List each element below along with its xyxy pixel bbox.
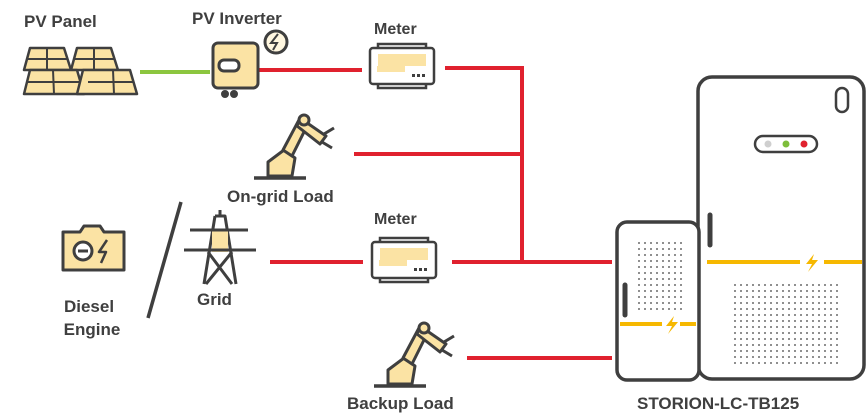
diesel-engine-label-line1: Diesel xyxy=(63,297,115,316)
lightning-icon xyxy=(666,316,678,334)
robot-arm-icon xyxy=(374,321,455,388)
meter-bottom-label: Meter xyxy=(374,211,417,228)
on-grid-load-label: On-grid Load xyxy=(227,187,334,206)
diesel-engine-icon xyxy=(61,224,126,272)
connection-lines xyxy=(140,66,612,360)
transmission-tower-icon xyxy=(184,210,256,285)
battery-cabinet-icon xyxy=(615,75,866,382)
meter-icon xyxy=(370,236,438,284)
robot-arm-icon xyxy=(254,113,335,180)
product-name-label: STORION-LC-TB125 xyxy=(637,394,800,413)
diesel-engine-label-line2: Engine xyxy=(63,320,121,339)
dc-bus-lines xyxy=(620,260,862,326)
grid-label: Grid xyxy=(197,290,232,309)
ac-line-meter-to-bus xyxy=(445,66,524,262)
solar-panel-icon xyxy=(22,46,139,96)
inverter-icon xyxy=(211,29,289,98)
meter-icon xyxy=(368,42,436,90)
backup-load-label: Backup Load xyxy=(347,394,454,413)
pv-panel-label: PV Panel xyxy=(24,12,97,31)
meter-top-label: Meter xyxy=(374,21,417,38)
pv-inverter-label: PV Inverter xyxy=(192,9,282,28)
lightning-icon xyxy=(806,254,818,272)
divider-slash xyxy=(146,201,183,319)
